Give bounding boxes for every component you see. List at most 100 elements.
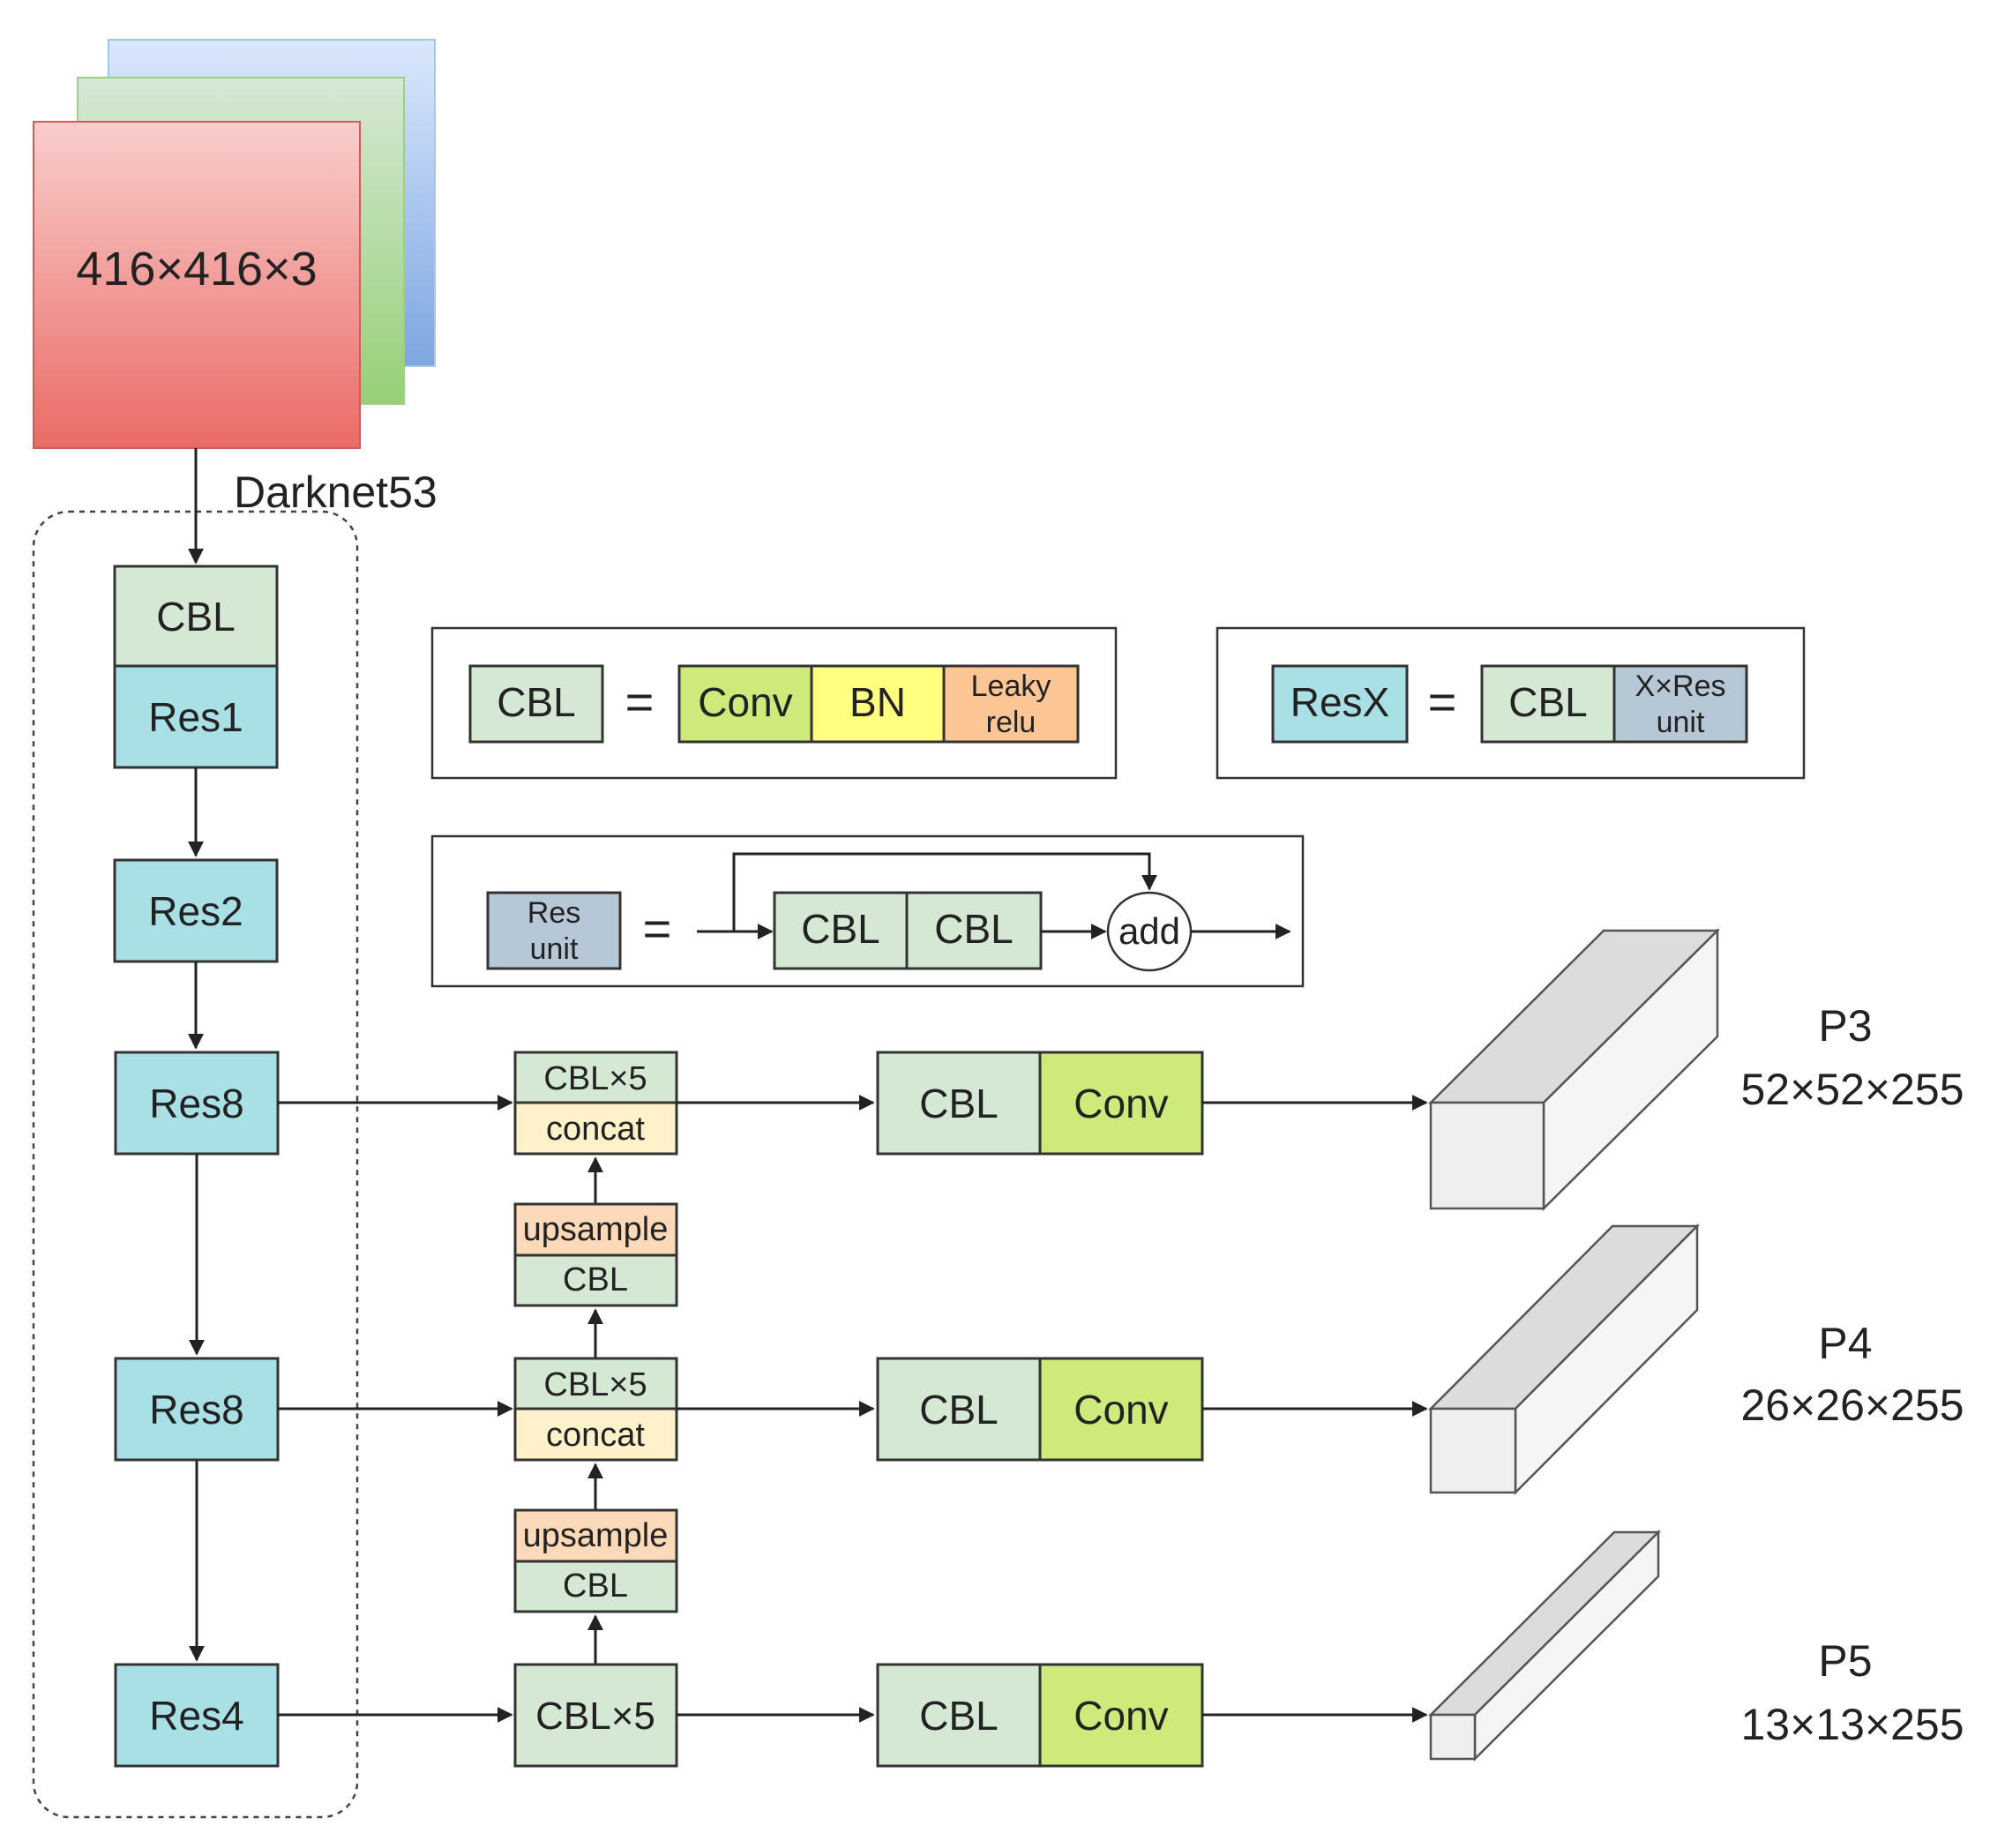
legend-resunit-frame: [430, 834, 1305, 988]
p4-concat-rect: [513, 1407, 678, 1462]
backbone-cbl-label: CBL: [156, 594, 235, 640]
legend-resunit-lhs-line1: Res: [527, 896, 580, 930]
p3-head-block: CBL Conv: [876, 1051, 1204, 1156]
backbone-label: Darknet53: [234, 468, 438, 517]
p3-cbl5-label: CBL×5: [543, 1060, 647, 1097]
backbone-res4-label: Res4: [149, 1693, 243, 1739]
p4-cbl5-label: CBL×5: [543, 1366, 647, 1403]
p5-cbl5-block: CBL×5: [513, 1663, 678, 1768]
up1-cbl-label: CBL: [563, 1261, 628, 1298]
legend-resx-cbl-rect: [1480, 664, 1616, 744]
up2-upsample-label: upsample: [523, 1517, 669, 1554]
legend-cbl-lhs-label: CBL: [497, 679, 575, 725]
legend-cbl-frame: [430, 626, 1118, 780]
legend-leaky-line2: relu: [986, 706, 1036, 739]
backbone-res8-lower-block: Res8: [114, 1357, 280, 1462]
p5-output-name: P5: [1818, 1636, 1872, 1686]
p3-head-cbl-rect: [876, 1051, 1042, 1156]
p3-output-dims: 52×52×255: [1740, 1065, 1964, 1114]
p4-output-tensor: [1427, 1223, 1701, 1496]
legend-resunit-add-label: add: [1118, 910, 1180, 952]
legend-resx-resunit-line2: unit: [1657, 706, 1705, 739]
input-red-channel: [33, 121, 361, 449]
legend-leaky-line1: Leaky: [971, 670, 1051, 703]
legend-cbl-equals: =: [625, 674, 655, 729]
p3-tensor-front-face: [1429, 1101, 1545, 1210]
p3-head-conv-label: Conv: [1074, 1081, 1168, 1126]
p5-head-cbl-label: CBL: [919, 1693, 998, 1739]
backbone-res8-upper-block: Res8: [114, 1051, 280, 1156]
p5-head-cbl-rect: [876, 1663, 1042, 1768]
legend-leaky-relu-rect: [942, 664, 1080, 744]
legend-resunit-cbl1-label: CBL: [801, 906, 879, 952]
p5-cbl5-label: CBL×5: [535, 1695, 655, 1738]
p5-head-conv-label: Conv: [1074, 1693, 1168, 1739]
p3-head-conv-rect: [1038, 1051, 1204, 1156]
p4-cbl5-rect: [513, 1357, 678, 1410]
backbone-res2-rect: [113, 858, 279, 963]
legend-resx-resunit-rect: [1612, 664, 1748, 744]
backbone-res2-label: Res2: [148, 888, 243, 934]
legend-bn-rect: [810, 664, 946, 744]
p4-cbl5-concat-block: CBL×5 concat: [513, 1357, 678, 1462]
backbone-res8-upper-label: Res8: [149, 1081, 243, 1126]
backbone-res1-block: Res1: [113, 664, 279, 769]
legend-resx-resunit-line1: X×Res: [1635, 670, 1726, 703]
backbone-res8-lower-label: Res8: [149, 1387, 243, 1433]
p4-head-cbl-rect: [876, 1357, 1042, 1462]
p3-output-name: P3: [1818, 1001, 1872, 1051]
up1-cbl-rect: [513, 1253, 678, 1307]
legend-resunit-lhs-rect: [486, 891, 622, 970]
legend-resx-definition: ResX = CBL X×Res unit: [1216, 626, 1806, 780]
up1-upsample-label: upsample: [523, 1211, 669, 1248]
legend-resx-cbl-label: CBL: [1508, 679, 1587, 725]
legend-resunit-definition: Res unit = CBL CBL add: [430, 834, 1305, 988]
p4-output-dims: 26×26×255: [1740, 1380, 1964, 1430]
legend-resunit-lhs-line2: unit: [530, 932, 579, 966]
p3-cbl5-rect: [513, 1051, 678, 1104]
p3-concat-label: concat: [546, 1111, 645, 1148]
p4-tensor-front-face: [1429, 1407, 1517, 1494]
legend-cbl-definition: CBL = Conv BN Leaky relu: [430, 626, 1118, 780]
p5-output-dims: 13×13×255: [1740, 1700, 1964, 1749]
p4-concat-label: concat: [546, 1417, 645, 1454]
p4-head-cbl-label: CBL: [919, 1387, 998, 1433]
legend-resunit-cbl1-rect: [773, 891, 909, 970]
resunit-skip-connection: [732, 852, 1157, 931]
legend-cbl-lhs-rect: [468, 664, 604, 744]
up2-upsample-cbl-block: upsample CBL: [513, 1508, 678, 1613]
legend-resunit-cbl2-label: CBL: [934, 906, 1013, 952]
up2-upsample-rect: [513, 1508, 678, 1563]
input-size-label: 416×416×3: [76, 243, 317, 296]
up2-cbl-label: CBL: [563, 1567, 628, 1605]
backbone-cbl-block: CBL: [113, 565, 279, 668]
backbone-res2-block: Res2: [113, 858, 279, 963]
backbone-res4-rect: [114, 1663, 280, 1768]
p5-head-block: CBL Conv: [876, 1663, 1204, 1768]
p3-head-cbl-label: CBL: [919, 1081, 998, 1126]
legend-resx-equals: =: [1428, 674, 1457, 729]
backbone-cbl-rect: [113, 565, 279, 668]
p5-tensor-front-face: [1429, 1713, 1477, 1761]
p4-head-block: CBL Conv: [876, 1357, 1204, 1462]
up1-upsample-cbl-block: upsample CBL: [513, 1202, 678, 1307]
backbone-res4-block: Res4: [114, 1663, 280, 1768]
p5-output-tensor: [1427, 1529, 1662, 1762]
legend-resx-frame: [1216, 626, 1806, 780]
legend-resx-lhs-label: ResX: [1291, 679, 1389, 725]
legend-resunit-equals: =: [643, 901, 672, 956]
legend-resx-lhs-rect: [1271, 664, 1409, 744]
up1-upsample-rect: [513, 1202, 678, 1257]
p3-cbl5-concat-block: CBL×5 concat: [513, 1051, 678, 1156]
p3-concat-rect: [513, 1101, 678, 1156]
legend-resunit-cbl2-rect: [905, 891, 1043, 970]
up2-cbl-rect: [513, 1560, 678, 1613]
p3-output-tensor: [1427, 928, 1721, 1211]
p5-head-conv-rect: [1038, 1663, 1204, 1768]
legend-conv-label: Conv: [698, 679, 792, 725]
input-image-stack: 416×416×3: [33, 39, 436, 449]
backbone-res1-label: Res1: [148, 694, 243, 740]
p4-output-name: P4: [1818, 1319, 1872, 1368]
p4-head-conv-label: Conv: [1074, 1387, 1168, 1433]
